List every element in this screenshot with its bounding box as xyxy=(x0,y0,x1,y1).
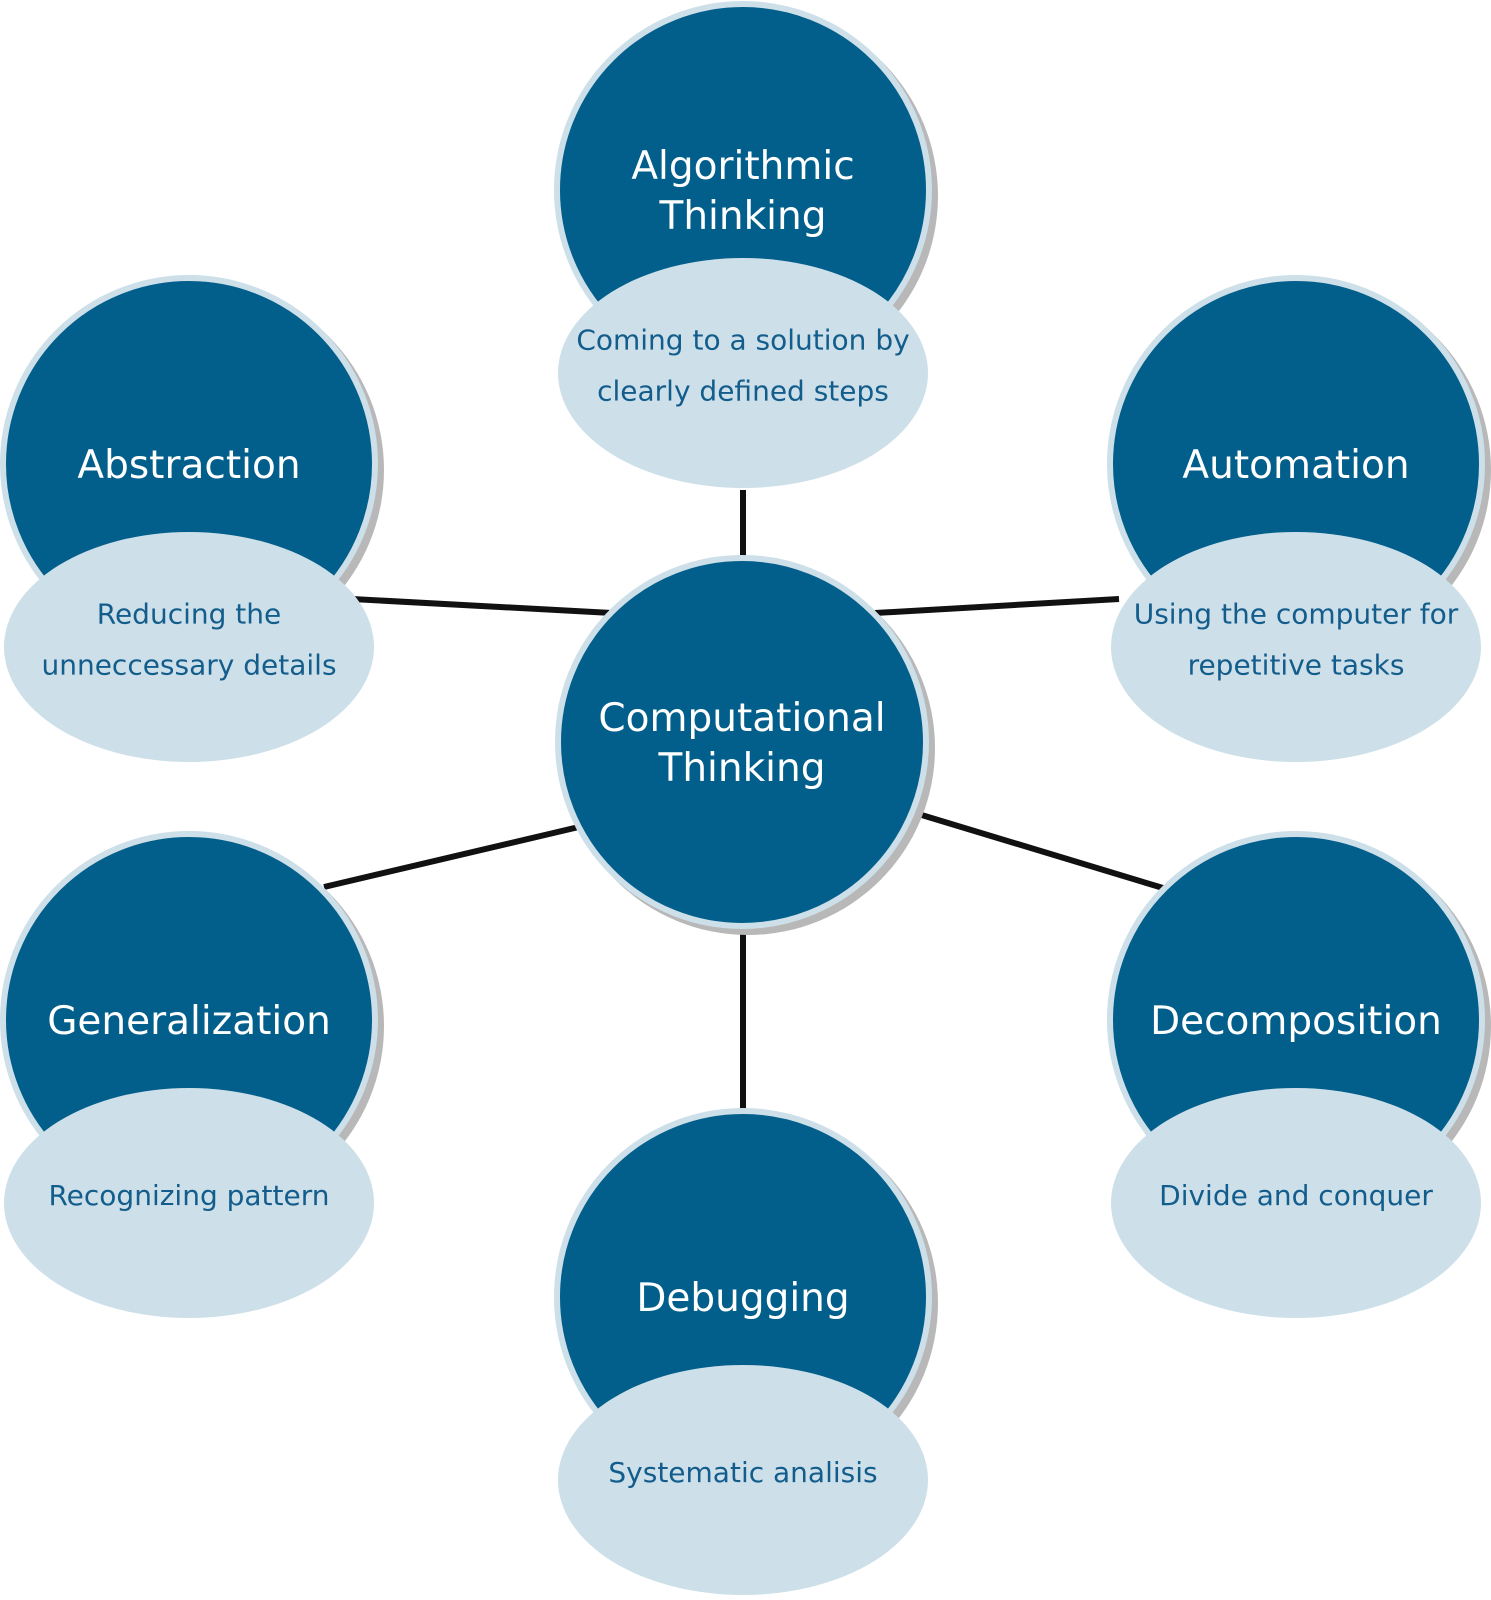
node-description: Recognizing pattern xyxy=(48,1179,329,1212)
node-title: Algorithmic xyxy=(631,144,854,189)
node-description: repetitive tasks xyxy=(1188,649,1405,682)
node-title: Debugging xyxy=(636,1276,849,1321)
connector-line xyxy=(351,596,613,616)
node-description: Systematic analisis xyxy=(608,1456,877,1489)
center-title: Thinking xyxy=(658,746,826,791)
description-ellipse xyxy=(558,1365,928,1595)
connector-line xyxy=(914,810,1164,891)
node-description: clearly defined steps xyxy=(597,375,889,408)
description-ellipse xyxy=(1111,532,1481,762)
center-title: Computational xyxy=(598,696,885,741)
description-ellipse xyxy=(4,1088,374,1318)
description-ellipse xyxy=(558,258,928,488)
node-description: Divide and conquer xyxy=(1159,1179,1433,1212)
node-description: Using the computer for xyxy=(1134,598,1459,631)
node-title: Decomposition xyxy=(1150,999,1442,1044)
node-title: Thinking xyxy=(659,194,827,239)
connector-line xyxy=(874,596,1120,616)
description-ellipse xyxy=(1111,1088,1481,1318)
node-title: Automation xyxy=(1182,443,1409,488)
node-title: Abstraction xyxy=(77,443,300,488)
concept-circle xyxy=(555,555,929,929)
node-description: Coming to a solution by xyxy=(576,324,909,357)
node-description: unneccessary details xyxy=(41,649,336,682)
connector-line xyxy=(323,823,584,890)
connector-lines xyxy=(323,490,1164,1110)
description-ellipse xyxy=(4,532,374,762)
node-title: Generalization xyxy=(47,999,331,1044)
node-description: Reducing the xyxy=(97,598,282,631)
